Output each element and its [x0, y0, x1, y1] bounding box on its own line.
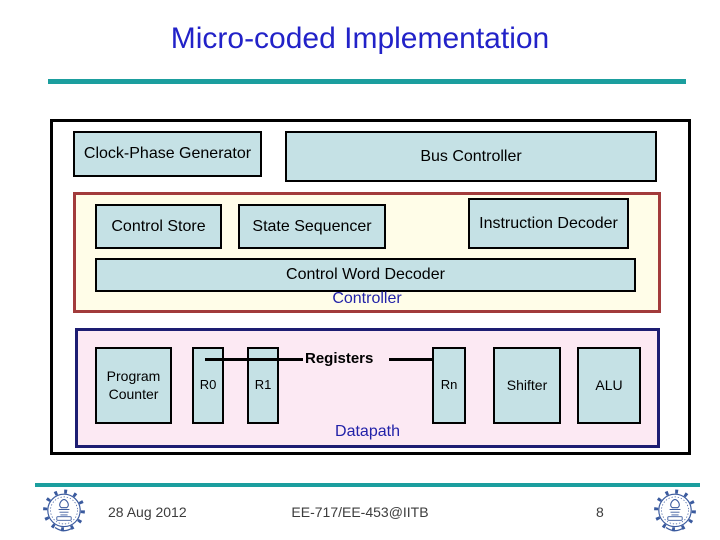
slide-title: Micro-coded Implementation [170, 22, 550, 55]
register-r0-label: R0 [199, 377, 217, 393]
footer-divider-line [35, 483, 700, 487]
control-store-block: Control Store [95, 204, 222, 249]
datapath-section: Program Counter R0 R1 Registers Rn Shift… [75, 328, 660, 448]
instruction-decoder-block: Instruction Decoder [468, 198, 629, 249]
alu-block: ALU [577, 347, 641, 424]
datapath-section-label: Datapath [335, 423, 400, 440]
register-r1-label: R1 [254, 377, 272, 393]
control-store-label: Control Store [111, 217, 206, 235]
register-rn-label: Rn [440, 377, 458, 393]
control-word-decoder-label: Control Word Decoder [286, 266, 445, 283]
footer-date: 28 Aug 2012 [108, 504, 187, 520]
alu-label: ALU [595, 376, 623, 393]
controller-section-label: Controller [332, 290, 402, 307]
clock-phase-generator-block: Clock-Phase Generator [73, 131, 262, 177]
footer-course-label: EE-717/EE-453@IITB [291, 504, 429, 520]
iitb-logo-icon [36, 487, 92, 540]
registers-connector-line-left [205, 358, 303, 361]
iitb-logo-icon [648, 487, 702, 540]
state-sequencer-block: State Sequencer [238, 204, 386, 249]
shifter-block: Shifter [493, 347, 561, 424]
state-sequencer-label: State Sequencer [252, 217, 372, 235]
footer-page-number: 8 [596, 504, 604, 520]
shifter-label: Shifter [506, 376, 548, 393]
instruction-decoder-label: Instruction Decoder [479, 214, 618, 232]
bus-controller-block: Bus Controller [285, 131, 657, 182]
registers-connector-line-right [389, 358, 448, 361]
clock-phase-generator-label: Clock-Phase Generator [83, 145, 252, 162]
control-word-decoder-block: Control Word Decoder [95, 258, 636, 292]
controller-section: Control Store State Sequencer Instructio… [73, 192, 661, 313]
registers-label: Registers [305, 350, 374, 367]
program-counter-label: Program Counter [106, 368, 161, 402]
bus-controller-label: Bus Controller [420, 147, 522, 165]
program-counter-block: Program Counter [95, 347, 172, 424]
register-rn-block: Rn [432, 347, 466, 424]
title-underline [48, 79, 686, 84]
